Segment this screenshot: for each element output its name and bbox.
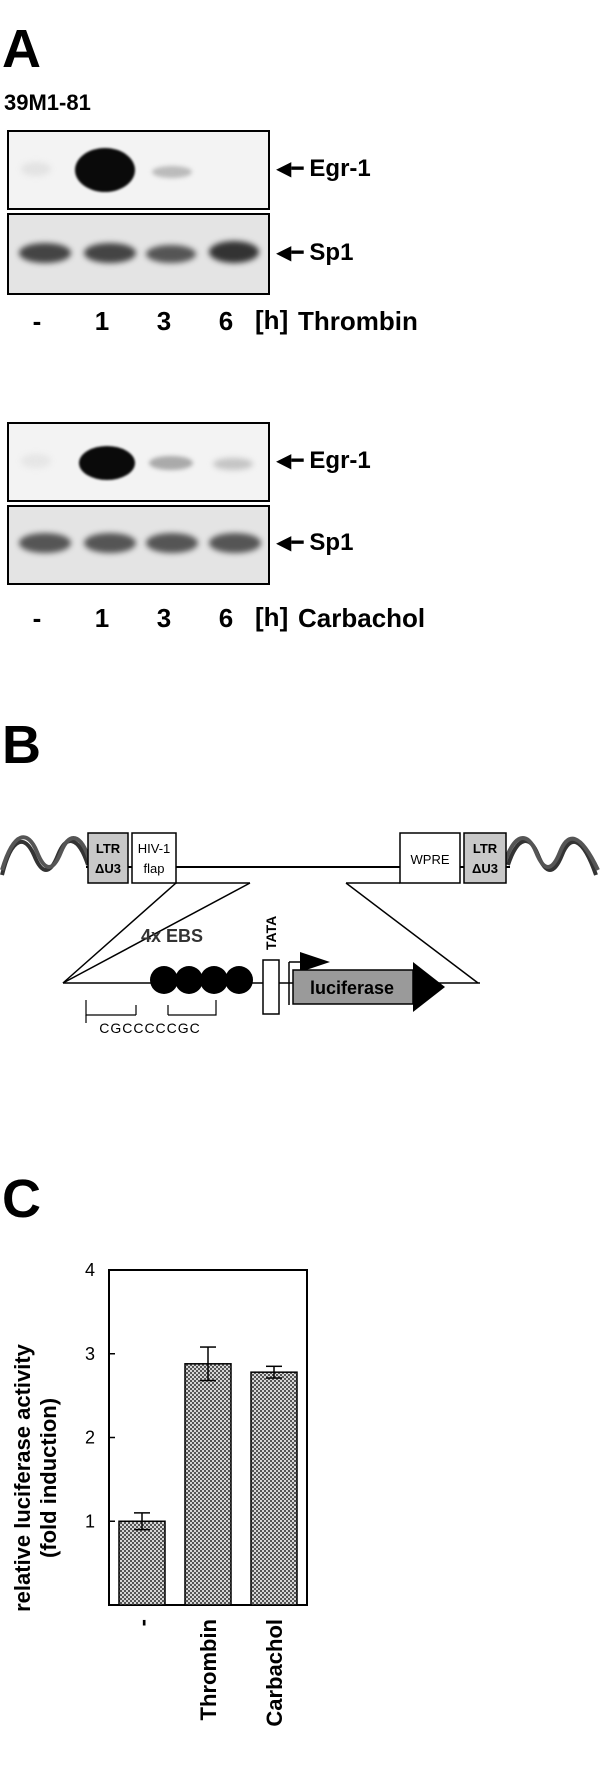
egr1-label-2: ◀━ Egr-1 [276, 446, 371, 474]
tata-box [262, 959, 280, 1015]
egr1-label-1: ◀━ Egr-1 [276, 154, 371, 182]
arrow-icon: ◀━ [276, 242, 304, 264]
time-unit: [h] [255, 305, 289, 335]
bar [184, 1363, 232, 1606]
ebs-label: 4x EBS [141, 926, 203, 946]
flap-sub: flap [144, 861, 165, 876]
ltr-right-box [463, 832, 507, 884]
luciferase-arrowhead-icon [413, 962, 445, 1012]
panel-a-letter: A [2, 19, 41, 79]
band-lane0 [21, 162, 51, 176]
bar [250, 1371, 298, 1606]
lane-label: 6 [218, 603, 234, 633]
arrow-icon: ◀━ [276, 450, 304, 472]
tata-label: TATA [263, 916, 279, 950]
dna-right-icon [503, 836, 600, 876]
y-tick-label: 1 [85, 1511, 95, 1531]
x-tick-label: Carbachol [262, 1619, 287, 1727]
blot-sp1-carbachol [7, 505, 270, 585]
promoter-arrow-icon [300, 952, 330, 972]
time-unit: [h] [255, 602, 289, 632]
dna-left-icon [0, 835, 92, 876]
luciferase-label: luciferase [310, 978, 394, 998]
blot-egr1-thrombin [7, 130, 270, 210]
y-tick-label: 3 [85, 1344, 95, 1364]
sp1-label-2: ◀━ Sp1 [276, 528, 354, 556]
ltr-left-box [87, 832, 129, 884]
cell-line-label: 39M1-81 [4, 90, 91, 115]
band-lane1 [75, 148, 135, 192]
arrow-icon: ◀━ [276, 532, 304, 554]
flap-box [131, 832, 177, 884]
y-axis-label-line1: relative luciferase activity [10, 1343, 35, 1612]
lane-label: 1 [94, 603, 110, 633]
ltr-right-sub: ΔU3 [472, 861, 498, 876]
ltr-left-sub: ΔU3 [95, 861, 121, 876]
ebs-site [150, 966, 178, 994]
ebs-site [175, 966, 203, 994]
panel-c-letter: C [2, 1169, 41, 1229]
lane-label: - [32, 603, 42, 633]
lane-label: - [32, 306, 42, 336]
treatment-label: Thrombin [298, 306, 418, 336]
wpre-label: WPRE [411, 852, 450, 867]
flap-label: HIV-1 [138, 841, 171, 856]
treatment-label: Carbachol [298, 603, 426, 633]
arrow-icon: ◀━ [276, 158, 304, 180]
lane-label: 3 [156, 306, 172, 336]
lane-label: 3 [156, 603, 172, 633]
ebs-site [200, 966, 228, 994]
y-tick-label: 2 [85, 1428, 95, 1448]
sp1-label-1: ◀━ Sp1 [276, 238, 354, 266]
bar [118, 1520, 166, 1606]
vector-diagram: LTR ΔU3 HIV-1 flap WPRE LTR ΔU3 4x EBS T… [0, 832, 600, 1036]
lane-label: 1 [94, 306, 110, 336]
sequence-label: CGCCCCCGC [99, 1020, 201, 1036]
ltr-right-label: LTR [473, 841, 498, 856]
panel-b-letter: B [2, 715, 41, 775]
y-tick-label: 4 [85, 1260, 95, 1280]
ebs-site [225, 966, 253, 994]
blot-sp1-thrombin [7, 213, 270, 295]
y-axis-label-line2: (fold induction) [36, 1398, 61, 1558]
band-lane3 [152, 166, 192, 178]
ltr-left-label: LTR [96, 841, 121, 856]
bar-chart: relative luciferase activity (fold induc… [10, 1260, 308, 1727]
wpre-box [399, 832, 461, 884]
x-tick-label: Thrombin [196, 1619, 221, 1720]
x-tick-label: - [130, 1619, 155, 1626]
blot-egr1-carbachol [7, 422, 270, 502]
lane-label: 6 [218, 306, 234, 336]
